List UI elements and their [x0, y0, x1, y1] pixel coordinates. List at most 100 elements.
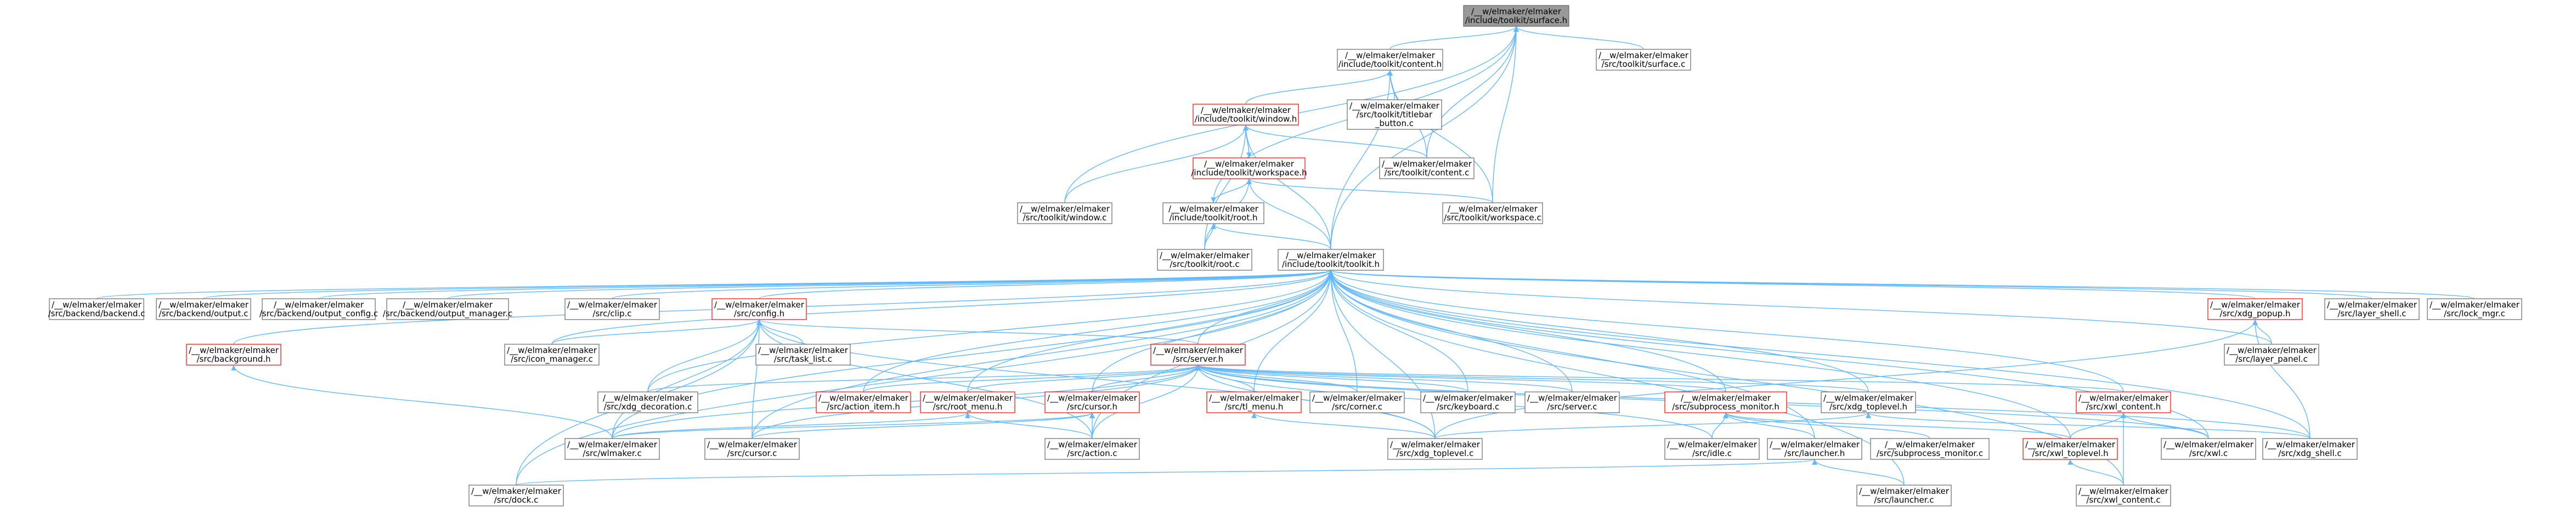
node-server-h[interactable]: /__w/elmaker/elmaker/src/server.h: [1150, 344, 1246, 366]
node-box: [1596, 49, 1691, 71]
node-workspace-c[interactable]: /__w/elmaker/elmaker/src/toolkit/workspa…: [1442, 202, 1543, 224]
node-xdg-shell-c[interactable]: /__w/elmaker/elmaker/src/xdg_shell.c: [2262, 438, 2358, 460]
node-xdg-popup-h[interactable]: /__w/elmaker/elmaker/src/xdg_popup.h: [2207, 298, 2303, 320]
node-icon-manager-c[interactable]: /__w/elmaker/elmaker/src/icon_manager.c: [504, 344, 600, 366]
node-label-line: /__w/elmaker/elmaker: [758, 345, 849, 356]
node-content-c[interactable]: /__w/elmaker/elmaker/src/toolkit/content…: [1379, 157, 1475, 179]
edge-action_c-to-config_h: [756, 319, 1093, 439]
node-layer-shell-c[interactable]: /__w/elmaker/elmaker/src/layer_shell.c: [2324, 298, 2420, 320]
node-dock-c[interactable]: /__w/elmaker/elmaker/src/dock.c: [468, 485, 564, 506]
node-launcher-c[interactable]: /__w/elmaker/elmaker/src/launcher.c: [1856, 485, 1952, 506]
edge-subprocess_monitor_c-to-subprocess_monitor_h: [1723, 412, 1930, 439]
node-label-line: /src/backend/output_config.c: [259, 309, 378, 319]
node-label-line: /src/subprocess_monitor.c: [1877, 448, 1983, 459]
node-action-c[interactable]: /__w/elmaker/elmaker/src/action.c: [1044, 438, 1140, 460]
node-xwl-toplevel-h[interactable]: /__w/elmaker/elmaker/src/xwl_toplevel.h: [2023, 438, 2118, 460]
edge-xwl_c-to-toolkit_h: [1328, 270, 2209, 439]
node-label-line: /__w/elmaker/elmaker: [1047, 393, 1138, 403]
node-output-manager-c[interactable]: /__w/elmaker/elmaker/src/backend/output_…: [383, 298, 512, 320]
edge-xwl_toplevel_h-to-subprocess_monitor_h: [1723, 412, 2071, 439]
node-label-line: /src/cursor.c: [727, 448, 777, 458]
node-keyboard-c[interactable]: /__w/elmaker/elmaker/src/keyboard.c: [1420, 391, 1516, 413]
edge-xdg_shell_c-to-toolkit_h: [1328, 270, 2311, 439]
edge-wlmaker_c-to-cursor_h: [612, 412, 1095, 439]
node-label-line: /__w/elmaker/elmaker: [1823, 393, 1914, 403]
node-label-line: /__w/elmaker/elmaker: [1312, 393, 1403, 403]
node-subprocess-monitor-c[interactable]: /__w/elmaker/elmaker/src/subprocess_moni…: [1870, 438, 1990, 460]
node-layer-panel-c[interactable]: /__w/elmaker/elmaker/src/layer_panel.c: [2224, 344, 2319, 366]
node-config-h[interactable]: /__w/elmaker/elmaker/src/config.h: [711, 298, 807, 320]
node-label-line: /__w/elmaker/elmaker: [52, 300, 142, 310]
node-label-line: /src/config.h: [734, 309, 784, 318]
node-xdg-toplevel-c[interactable]: /__w/elmaker/elmaker/src/xdg_toplevel.c: [1387, 438, 1483, 460]
node-box: [2076, 391, 2171, 413]
node-surface-h[interactable]: /__w/elmaker/elmaker/include/toolkit/sur…: [1463, 5, 1569, 27]
node-box: [597, 391, 698, 413]
node-label-line: /__w/elmaker/elmaker: [1681, 393, 1771, 403]
edge-launcher_h-to-subprocess_monitor_h: [1723, 412, 1815, 439]
node-xwl-content-h[interactable]: /__w/elmaker/elmaker/src/xwl_content.h: [2076, 391, 2171, 413]
node-output-config-c[interactable]: /__w/elmaker/elmaker/src/backend/output_…: [259, 298, 378, 320]
node-box: [1278, 249, 1384, 271]
node-box: [1347, 99, 1442, 130]
node-output-c[interactable]: /__w/elmaker/elmaker/src/backend/output.…: [156, 298, 251, 320]
node-box: [564, 438, 660, 460]
node-lock-mgr-c[interactable]: /__w/elmaker/elmaker/src/lock_mgr.c: [2427, 298, 2522, 320]
node-box: [564, 298, 660, 320]
node-label-line: /__w/elmaker/elmaker: [1770, 440, 1860, 450]
node-workspace-h[interactable]: /__w/elmaker/elmaker/include/toolkit/wor…: [1191, 157, 1307, 179]
node-idle-c[interactable]: /__w/elmaker/elmaker/src/idle.c: [1664, 438, 1760, 460]
node-label-line: /__w/elmaker/elmaker: [1859, 486, 1950, 497]
node-task-list-c[interactable]: /__w/elmaker/elmaker/src/task_list.c: [755, 344, 851, 366]
node-root-c[interactable]: /__w/elmaker/elmaker/src/toolkit/root.c: [1157, 249, 1252, 271]
edge-xwl_toplevel_h-to-toolkit_h: [1328, 270, 2071, 439]
node-window-h[interactable]: /__w/elmaker/elmaker/include/toolkit/win…: [1193, 104, 1299, 126]
node-label-line: /__w/elmaker/elmaker: [1471, 7, 1562, 17]
node-clip-c[interactable]: /__w/elmaker/elmaker/src/clip.c: [564, 298, 660, 320]
node-label-line: /__w/elmaker/elmaker: [2227, 345, 2317, 356]
edge-launcher_c-to-launcher_h: [1812, 459, 1905, 486]
node-titlebar-button-c[interactable]: /__w/elmaker/elmaker/src/toolkit/titleba…: [1347, 99, 1442, 130]
node-corner-c[interactable]: /__w/elmaker/elmaker/src/corner.c: [1309, 391, 1405, 413]
node-server-c[interactable]: /__w/elmaker/elmaker/src/server.c: [1524, 391, 1620, 413]
node-box: [1442, 202, 1543, 224]
edge-cursor_c-to-cursor_h: [752, 412, 1095, 439]
node-label-line: /src/layer_shell.c: [2337, 309, 2406, 319]
node-label-line: /__w/elmaker/elmaker: [1047, 440, 1138, 450]
node-label-line: /__w/elmaker/elmaker: [2025, 440, 2116, 450]
node-box: [1420, 391, 1516, 413]
edge-wlmaker_c-to-background_h: [231, 365, 613, 439]
node-label-line: /__w/elmaker/elmaker: [1598, 50, 1689, 61]
node-launcher-h[interactable]: /__w/elmaker/elmaker/src/launcher.h: [1767, 438, 1862, 460]
node-label-line: /__w/elmaker/elmaker: [507, 345, 597, 356]
node-root-menu-h[interactable]: /__w/elmaker/elmaker/src/root_menu.h: [920, 391, 1015, 413]
node-background-h[interactable]: /__w/elmaker/elmaker/src/background.h: [186, 344, 281, 366]
node-xdg-toplevel-h[interactable]: /__w/elmaker/elmaker/src/xdg_toplevel.h: [1821, 391, 1916, 413]
edge-xdg_shell_c-to-xdg_toplevel_h: [1866, 412, 2311, 439]
node-wlmaker-c[interactable]: /__w/elmaker/elmaker/src/wlmaker.c: [564, 438, 660, 460]
node-root-h[interactable]: /__w/elmaker/elmaker/include/toolkit/roo…: [1162, 202, 1264, 224]
node-label-line: /src/server.c: [1547, 402, 1597, 412]
node-xdg-decoration-c[interactable]: /__w/elmaker/elmaker/src/xdg_decoration.…: [597, 391, 698, 413]
node-xwl-content-c[interactable]: /__w/elmaker/elmaker/src/xwl_content.c: [2076, 485, 2171, 506]
edge-toolkit_h-to-window_h: [1243, 124, 1331, 250]
node-window-c[interactable]: /__w/elmaker/elmaker/src/toolkit/window.…: [1017, 202, 1112, 224]
node-label-line: /src/wlmaker.c: [583, 448, 641, 458]
node-action-item-h[interactable]: /__w/elmaker/elmaker/src/action_item.h: [816, 391, 911, 413]
node-label-line: /src/lock_mgr.c: [2444, 309, 2505, 319]
node-content-h[interactable]: /__w/elmaker/elmaker/include/toolkit/con…: [1337, 49, 1443, 71]
node-tl-menu-h[interactable]: /__w/elmaker/elmaker/src/tl_menu.h: [1206, 391, 1302, 413]
node-box: [1044, 391, 1140, 413]
node-subprocess-monitor-h[interactable]: /__w/elmaker/elmaker/src/subprocess_moni…: [1664, 391, 1787, 413]
edge-window_h-to-workspace_h: [1245, 124, 1252, 158]
node-surface-c[interactable]: /__w/elmaker/elmaker/src/toolkit/surface…: [1596, 49, 1691, 71]
node-cursor-c[interactable]: /__w/elmaker/elmaker/src/cursor.c: [704, 438, 800, 460]
node-cursor-h[interactable]: /__w/elmaker/elmaker/src/cursor.h: [1044, 391, 1140, 413]
edge-output_config_c-to-toolkit_h: [318, 270, 1334, 299]
node-backend-c[interactable]: /__w/elmaker/elmaker/src/backend/backend…: [48, 298, 145, 320]
node-label-line: /__w/elmaker/elmaker: [2430, 300, 2520, 310]
node-toolkit-h[interactable]: /__w/elmaker/elmaker/include/toolkit/too…: [1278, 249, 1384, 271]
edge-output_manager_c-to-toolkit_h: [447, 270, 1334, 299]
node-xwl-c[interactable]: /__w/elmaker/elmaker/src/xwl.c: [2161, 438, 2256, 460]
edge-clip_c-to-toolkit_h: [612, 270, 1334, 299]
